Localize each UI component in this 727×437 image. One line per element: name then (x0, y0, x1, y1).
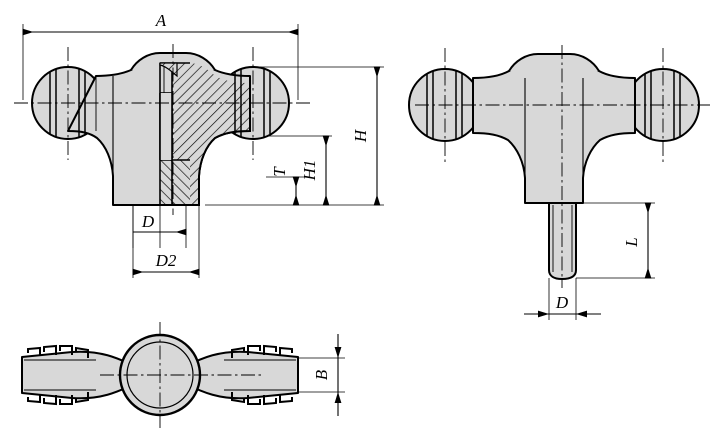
thread-root-lines (552, 205, 573, 272)
side-centre-lines (415, 45, 710, 288)
dimension-H-label: H (351, 128, 370, 143)
side-view: L D (408, 45, 710, 320)
plan-left-knurl-inner-lines (24, 359, 96, 391)
dimension-H1-label: H1 (300, 160, 319, 182)
front-body-outline-overlay (113, 83, 251, 206)
section-hatch-upper (172, 63, 250, 205)
section-hatch-lower (160, 160, 190, 205)
dimension-A-label: A (155, 11, 167, 30)
bore-cavity (160, 93, 172, 160)
dimension-B-label: B (312, 369, 331, 380)
dimension-H1: H1 (300, 135, 330, 206)
dimension-D2-label: D2 (155, 251, 177, 270)
dimension-D2: D2 (132, 251, 200, 276)
side-hub-dome-top (508, 53, 600, 72)
front-internal-profile (95, 76, 114, 205)
plan-right-knurl-teeth (231, 344, 293, 406)
dimension-L: L (622, 202, 652, 279)
section-hatch-sliver (159, 62, 178, 78)
dimension-B-arrow-bottom (334, 392, 342, 403)
side-extension-lines (548, 202, 655, 320)
dimension-H: H (351, 66, 381, 206)
dimension-D-front: D (133, 212, 187, 236)
dimension-B: B (312, 334, 342, 416)
dimension-D-side: D (524, 293, 601, 318)
dimension-L-label: L (622, 237, 641, 247)
side-hub-profile-lines (524, 78, 584, 203)
dimension-D-front-label: D (141, 212, 155, 231)
plan-right-knurl-inner-lines (224, 359, 296, 391)
dimension-T: T (270, 166, 300, 206)
dimension-A: A (22, 11, 299, 36)
plan-view: B (21, 322, 345, 428)
dimension-D-side-arrow-left (538, 310, 549, 318)
dimension-D-side-label: D (555, 293, 569, 312)
plan-centre-lines (100, 322, 262, 428)
front-centre-lines (14, 44, 310, 215)
front-section-view: A H H1 T D (14, 11, 384, 278)
dimension-D-side-arrow-right (576, 310, 587, 318)
dimension-B-arrow-top (334, 347, 342, 358)
threaded-stud (548, 202, 577, 281)
plan-left-knurl-teeth (27, 344, 89, 406)
dimension-T-label: T (270, 166, 289, 177)
